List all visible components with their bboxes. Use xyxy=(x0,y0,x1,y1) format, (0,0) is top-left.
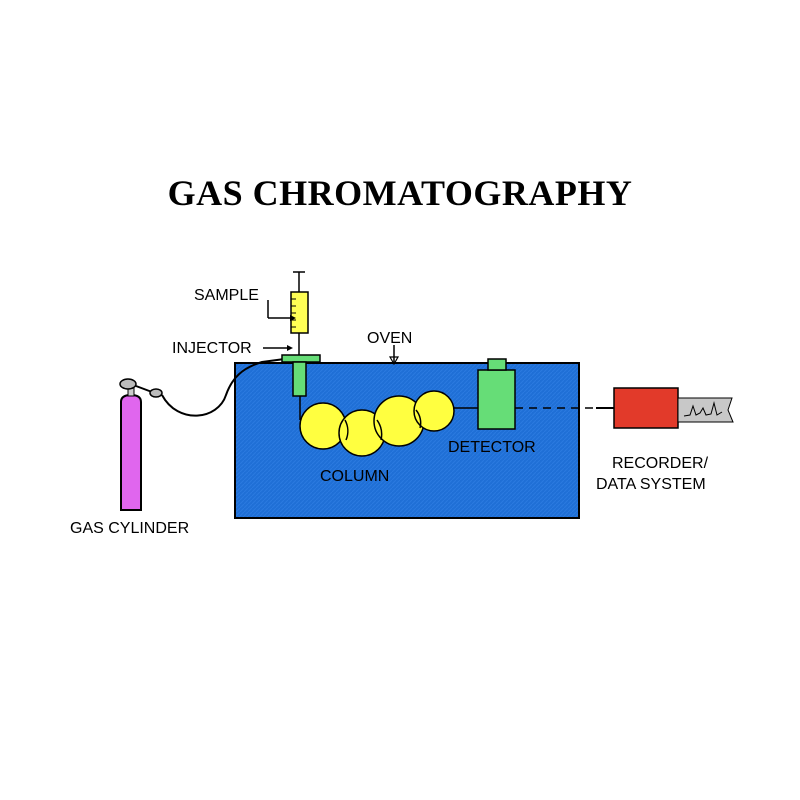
injector-label: INJECTOR xyxy=(172,340,252,357)
recorder-label-line2: DATA SYSTEM xyxy=(596,476,706,493)
diagram-title: GAS CHROMATOGRAPHY xyxy=(167,173,633,213)
gas-line xyxy=(161,357,293,417)
sample-syringe xyxy=(290,271,309,356)
oven-label: OVEN xyxy=(367,330,412,347)
injector xyxy=(281,354,321,397)
recorder-label-line1: RECORDER/ xyxy=(612,455,709,472)
column-label: COLUMN xyxy=(320,468,389,485)
gas-cylinder xyxy=(119,378,163,511)
recorder xyxy=(613,387,734,429)
column-coils xyxy=(299,390,478,457)
detector xyxy=(477,358,516,430)
gas-cylinder-label: GAS CYLINDER xyxy=(70,520,189,537)
detector-label: DETECTOR xyxy=(448,439,536,456)
sample-label: SAMPLE xyxy=(194,287,259,304)
